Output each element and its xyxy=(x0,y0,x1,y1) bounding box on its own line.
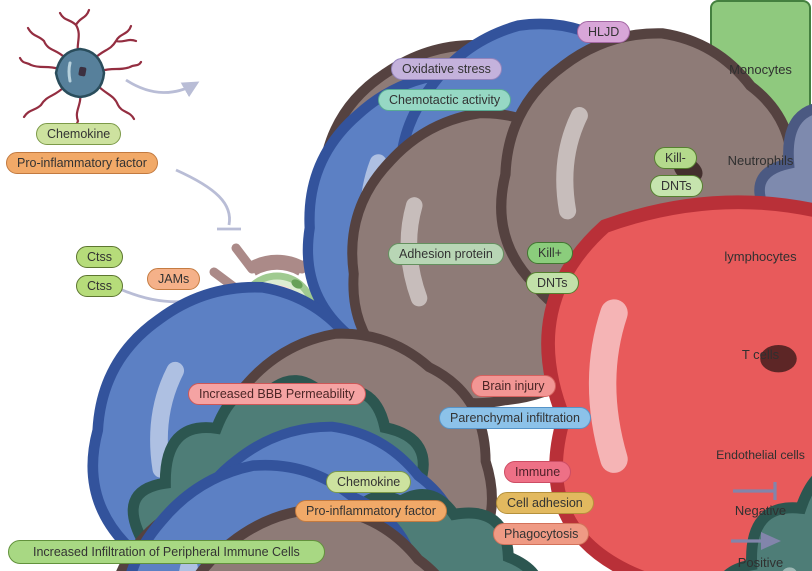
legend-label-lymphocytes: lymphocytes xyxy=(724,249,797,264)
neuron-cell xyxy=(18,8,143,138)
label-dnts-right: DNTs xyxy=(650,175,703,197)
positive-arrow-icon xyxy=(731,532,781,550)
inhibit-arrow-factors-to-bbb xyxy=(175,168,241,231)
label-oxidative-stress: Oxidative stress xyxy=(391,58,502,80)
label-pro-inflammatory-bottom: Pro-inflammatory factor xyxy=(295,500,447,522)
label-chemotactic-activity: Chemotactic activity xyxy=(378,89,512,111)
positive-arrow-neuron-to-cells xyxy=(125,78,200,98)
label-kill-minus: Kill- xyxy=(654,147,697,169)
negative-inhibit-icon xyxy=(733,482,777,500)
label-jams: JAMs xyxy=(147,268,201,290)
label-dnts-mid: DNTs xyxy=(526,272,579,294)
label-cell-adhesion: Cell adhesion xyxy=(496,492,594,514)
label-phagocytosis: Phagocytosis xyxy=(493,523,590,545)
label-increased-infiltration: Increased Infiltration of Peripheral Imm… xyxy=(8,540,325,564)
legend-label-monocytes: Monocytes xyxy=(729,62,792,77)
label-immune: Immune xyxy=(504,461,572,483)
label-kill-plus: Kill+ xyxy=(527,242,573,264)
legend-label-endothelial-cells: Endothelial cells xyxy=(716,448,805,462)
label-chemokine-top: Chemokine xyxy=(36,123,122,145)
label-brain-injury: Brain injury xyxy=(471,375,556,397)
legend-label-t-cells: T cells xyxy=(741,347,780,362)
label-ctss-2: Ctss xyxy=(76,275,123,297)
label-ctss-1: Ctss xyxy=(76,246,123,268)
legend-label-neutrophils: Neutrophils xyxy=(727,153,794,168)
legend-arrow-icons xyxy=(731,482,781,550)
label-adhesion-protein: Adhesion protein xyxy=(388,243,504,265)
label-parenchymal-infiltration: Parenchymal infiltration xyxy=(439,407,591,429)
label-hljd: HLJD xyxy=(577,21,631,43)
label-increased-bbb-permeability: Increased BBB Permeability xyxy=(188,383,366,405)
legend-label-positive: Positive xyxy=(737,555,784,570)
label-chemokine-bottom: Chemokine xyxy=(326,471,412,493)
legend-label-negative: Negative xyxy=(734,503,787,518)
label-pro-inflammatory-top: Pro-inflammatory factor xyxy=(6,152,158,174)
